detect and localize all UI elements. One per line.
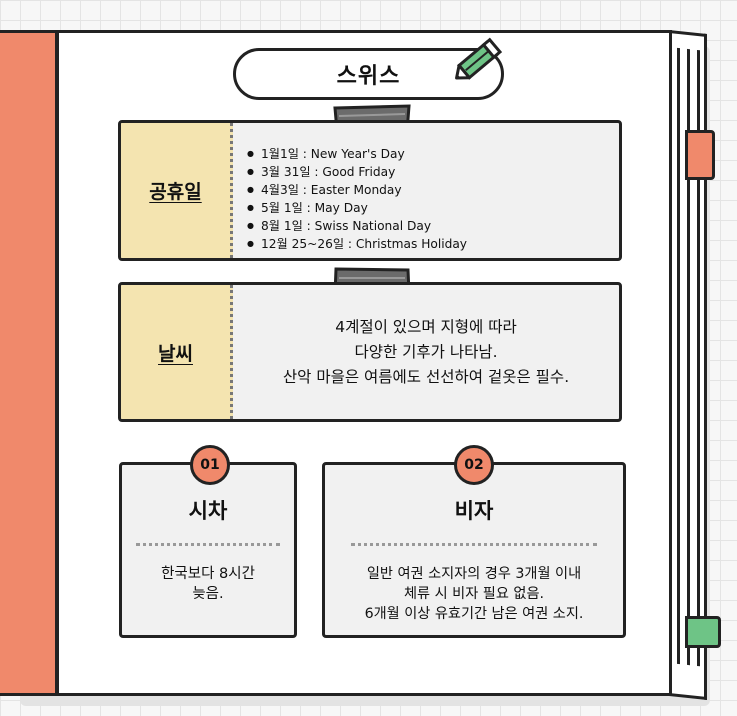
weather-line: 다양한 기후가 나타남.: [354, 342, 498, 361]
badge-number: 01: [200, 457, 220, 473]
holidays-content: 1월1일 : New Year's Day 3월 31일 : Good Frid…: [233, 123, 619, 258]
list-item: 3월 31일 : Good Friday: [247, 163, 619, 181]
bookmark-tab-green[interactable]: [685, 616, 721, 648]
holidays-label-cell: 공휴일: [121, 123, 233, 258]
list-item: 4월3일 : Easter Monday: [247, 181, 619, 199]
weather-card: 날씨 4계절이 있으며 지형에 따라 다양한 기후가 나타남. 산악 마을은 여…: [118, 282, 622, 422]
visa-line: 체류 시 비자 필요 없음.: [403, 586, 545, 602]
weather-label-cell: 날씨: [121, 285, 233, 419]
time-difference-text: 한국보다 8시간 늦음.: [122, 564, 294, 604]
weather-content: 4계절이 있으며 지형에 따라 다양한 기후가 나타남. 산악 마을은 여름에도…: [233, 285, 619, 419]
weather-line: 산악 마을은 여름에도 선선하여 겉옷은 필수.: [282, 367, 570, 386]
time-line: 한국보다 8시간: [161, 566, 255, 582]
list-item: 1월1일 : New Year's Day: [247, 145, 619, 163]
visa-text: 일반 여권 소지자의 경우 3개월 이내 체류 시 비자 필요 없음. 6개월 …: [325, 564, 623, 624]
badge-number: 02: [464, 457, 484, 473]
weather-text: 4계절이 있으며 지형에 따라 다양한 기후가 나타남. 산악 마을은 여름에도…: [283, 315, 569, 390]
visa-title: 비자: [454, 499, 494, 523]
time-difference-box: 01 시차 한국보다 8시간 늦음.: [119, 445, 297, 638]
holidays-label: 공휴일: [149, 181, 202, 203]
time-line: 늦음.: [192, 586, 224, 602]
holidays-card: 공휴일 1월1일 : New Year's Day 3월 31일 : Good …: [118, 120, 622, 261]
weather-label: 날씨: [158, 342, 193, 365]
notebook-spine: [0, 30, 58, 696]
page-title: 스위스: [336, 64, 401, 89]
holiday-list: 1월1일 : New Year's Day 3월 31일 : Good Frid…: [233, 123, 619, 253]
weather-line: 4계절이 있으며 지형에 따라: [335, 317, 517, 336]
visa-line: 일반 여권 소지자의 경우 3개월 이내: [366, 566, 582, 582]
number-badge: 01: [190, 445, 230, 485]
bookmark-tab-red[interactable]: [685, 130, 715, 180]
list-item: 5월 1일 : May Day: [247, 199, 619, 217]
dotted-divider: [351, 543, 597, 546]
time-difference-title: 시차: [188, 499, 228, 523]
number-badge: 02: [454, 445, 494, 485]
pencil-icon: [455, 37, 503, 80]
visa-box: 02 비자 일반 여권 소지자의 경우 3개월 이내 체류 시 비자 필요 없음…: [322, 445, 626, 638]
list-item: 8월 1일 : Swiss National Day: [247, 217, 619, 235]
visa-line: 6개월 이상 유효기간 남은 여권 소지.: [364, 606, 584, 622]
list-item: 12월 25~26일 : Christmas Holiday: [247, 235, 619, 253]
dotted-divider: [136, 543, 280, 546]
